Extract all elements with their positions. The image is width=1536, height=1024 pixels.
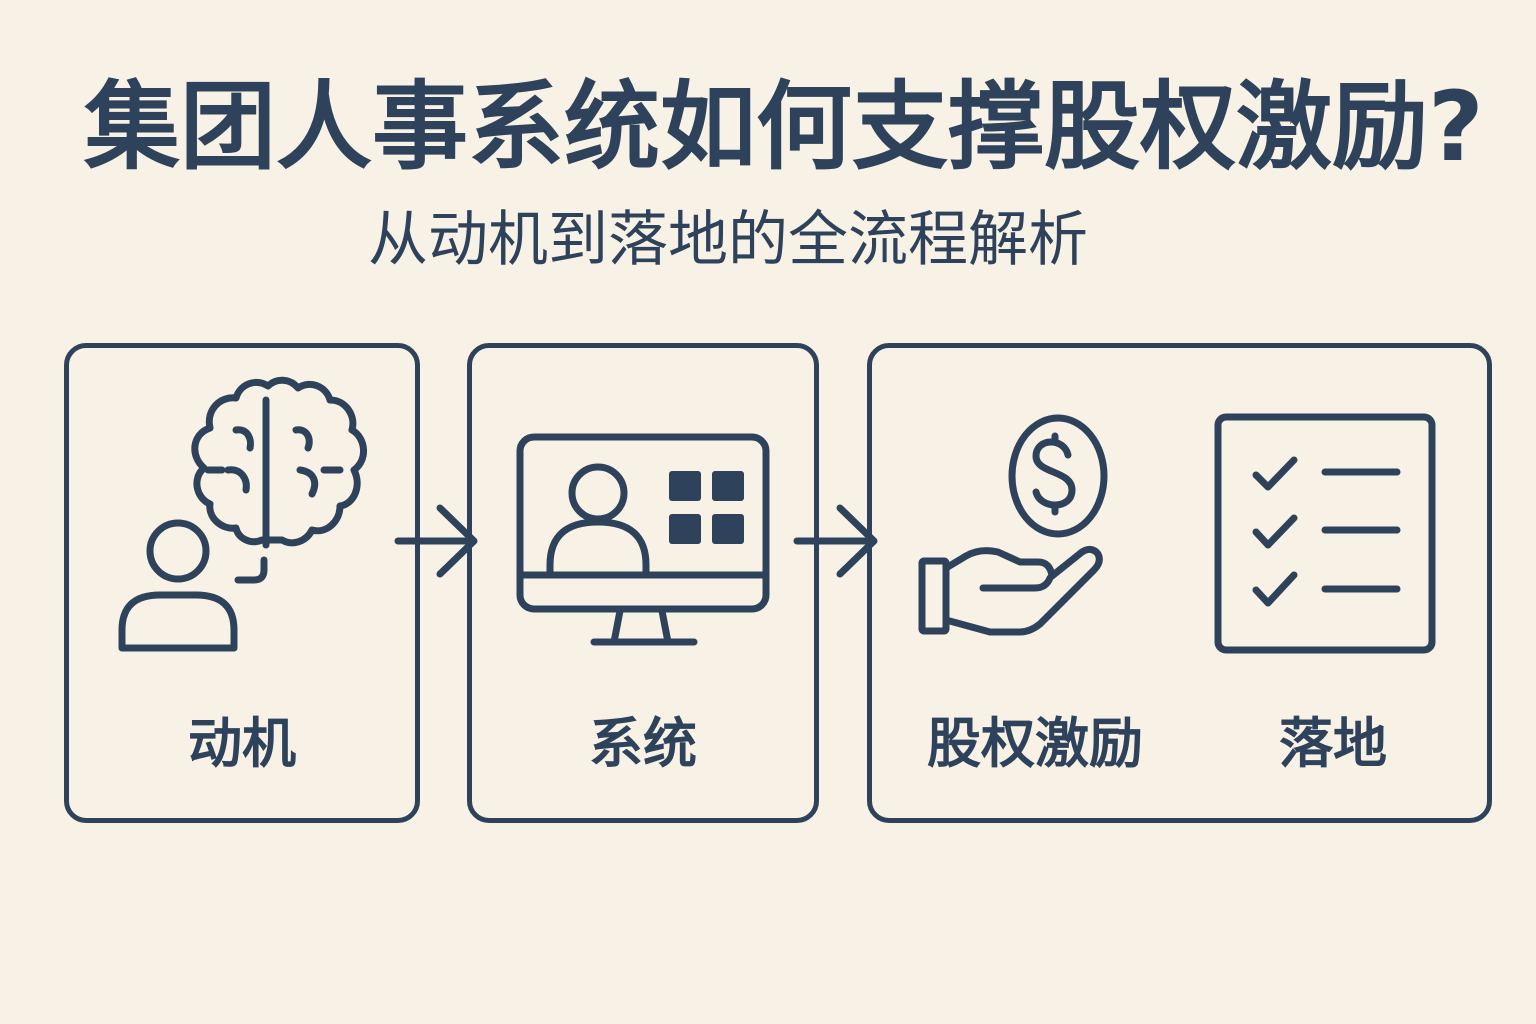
step-label-system: 系统 bbox=[589, 712, 697, 775]
page-subtitle: 从动机到落地的全流程解析 bbox=[368, 205, 1088, 275]
step-card-system bbox=[467, 343, 819, 823]
step-label-landing: 落地 bbox=[1279, 712, 1387, 775]
step-label-equity-incentive: 股权激励 bbox=[927, 712, 1143, 775]
step-card-equity-landing bbox=[867, 343, 1492, 823]
step-label-motivation: 动机 bbox=[188, 712, 296, 775]
page-title: 集团人事系统如何支撑股权激励? bbox=[84, 71, 1484, 183]
step-card-motivation bbox=[64, 343, 420, 823]
